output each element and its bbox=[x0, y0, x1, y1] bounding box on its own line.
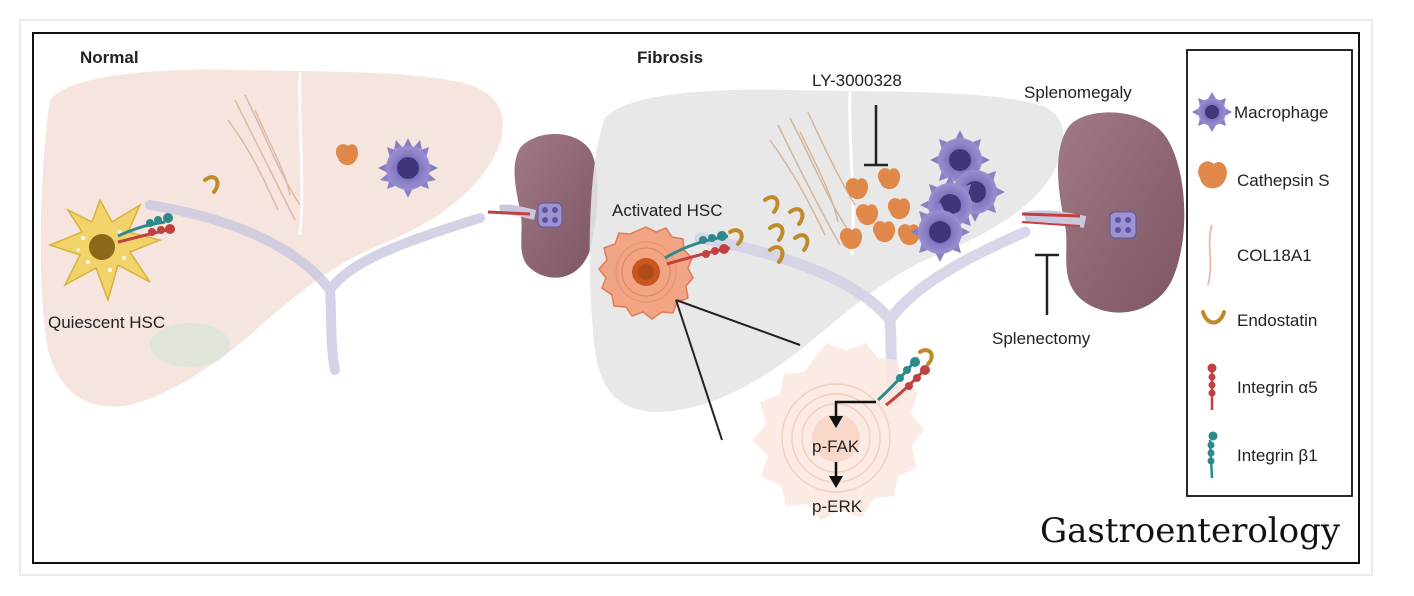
normal-title: Normal bbox=[80, 48, 139, 67]
legend-label-integrin-b1: Integrin β1 bbox=[1237, 446, 1318, 465]
legend-label-cathepsin-s: Cathepsin S bbox=[1237, 171, 1330, 190]
fibrosis-panel: Fibrosis bbox=[589, 48, 1185, 520]
journal-name: Gastroenterology bbox=[1040, 511, 1341, 551]
normal-endostatin bbox=[203, 175, 220, 194]
pathway-step-pfak: p-FAK bbox=[812, 437, 860, 456]
pathway-step-perk: p-ERK bbox=[812, 497, 863, 516]
col18a1-icon bbox=[1207, 224, 1213, 286]
splenomegaly-label: Splenomegaly bbox=[1024, 83, 1132, 102]
integrin-b1-icon bbox=[1207, 431, 1218, 479]
quiescent-hsc-label: Quiescent HSC bbox=[48, 313, 165, 332]
splenectomy-label: Splenectomy bbox=[992, 329, 1091, 348]
integrin-a5-icon bbox=[1207, 363, 1217, 410]
activated-hsc-label: Activated HSC bbox=[612, 201, 723, 220]
zoomed-hsc-integrins bbox=[877, 348, 934, 407]
macrophage-icon bbox=[1192, 92, 1232, 132]
zoomed-hsc bbox=[752, 343, 924, 520]
fibrosis-cathepsins bbox=[839, 168, 921, 250]
splenomegaly-spleen bbox=[1021, 112, 1185, 313]
legend-label-macrophage: Macrophage bbox=[1234, 103, 1329, 122]
activated-hsc-integrins bbox=[664, 228, 744, 266]
cathepsin-s-icon bbox=[1198, 161, 1227, 189]
normal-cathepsin-s bbox=[335, 144, 359, 166]
legend-label-endostatin: Endostatin bbox=[1237, 311, 1317, 330]
quiescent-hsc bbox=[47, 198, 175, 303]
legend-label-integrin-a5: Integrin α5 bbox=[1237, 378, 1318, 397]
normal-macrophage bbox=[378, 138, 438, 198]
fibrosis-endostatins bbox=[763, 195, 810, 264]
activated-hsc bbox=[598, 226, 694, 320]
legend: Macrophage Cathepsin S COL18A1 Endostati… bbox=[1186, 49, 1353, 497]
fibrosis-title: Fibrosis bbox=[637, 48, 703, 67]
legend-label-col18a1: COL18A1 bbox=[1237, 246, 1312, 265]
endostatin-icon bbox=[1201, 310, 1226, 325]
signaling-arrows bbox=[829, 400, 876, 488]
inhibitor-label: LY-3000328 bbox=[812, 71, 902, 90]
normal-spleen bbox=[487, 134, 598, 278]
normal-panel: Normal bbox=[40, 48, 598, 407]
fibrosis-macrophages bbox=[910, 130, 1005, 262]
